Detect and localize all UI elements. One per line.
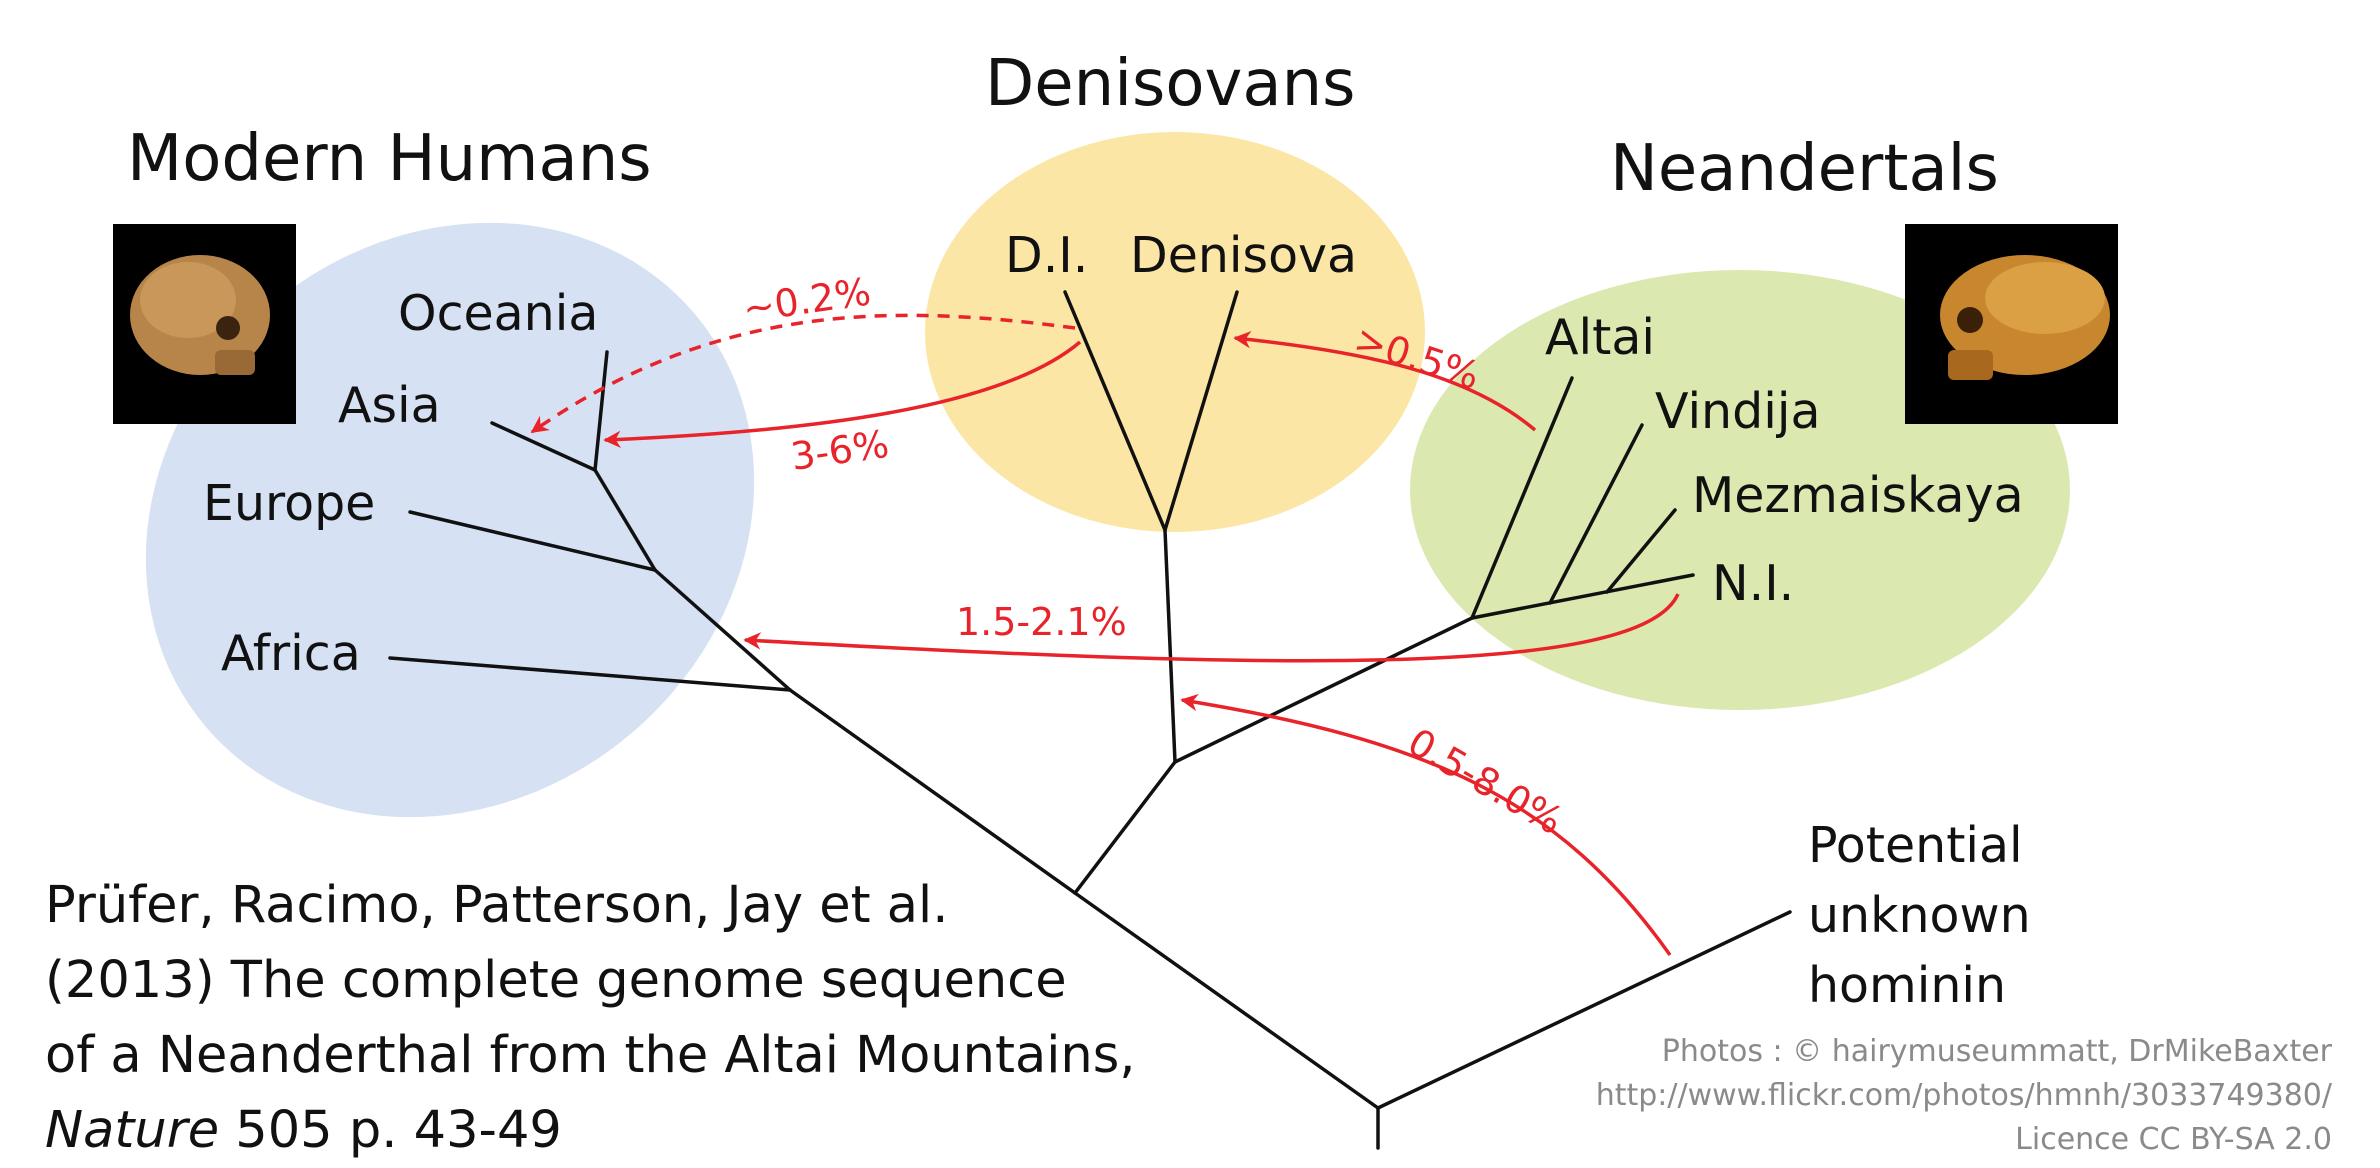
oceania-branch xyxy=(593,350,609,472)
citation-line-2: (2013) The complete genome sequence xyxy=(45,951,1067,1010)
leaf-label-altai: Altai xyxy=(1545,309,1655,366)
ni-branch xyxy=(1470,573,1695,620)
gene-flow-label-neandertal-humans: 1.5-2.1% xyxy=(956,600,1127,644)
denisovans-region xyxy=(925,132,1425,532)
neandertal-to-humans-arrow xyxy=(743,593,1680,663)
gene-flow-label-denisovan-oceania: 3-6% xyxy=(788,422,891,479)
modern-humans-title: Modern Humans xyxy=(127,122,652,196)
leaf-label-unknown-line-1: Potential xyxy=(1808,817,2023,874)
denisovans-title: Denisovans xyxy=(985,47,1356,121)
neandertal-stem-branch xyxy=(1173,616,1474,764)
leaf-label-europe: Europe xyxy=(203,475,375,532)
leaf-label-mezmaiskaya: Mezmaiskaya xyxy=(1692,467,2024,524)
phylogenetic-tree xyxy=(388,290,1792,1150)
citation: Prüfer, Racimo, Patterson, Jay et al. (2… xyxy=(45,868,1245,1168)
neandertal-to-denisovan-arrow xyxy=(1233,330,1537,432)
leaf-label-di: D.I. xyxy=(1005,227,1088,284)
neandertal-skull-icon xyxy=(1905,224,2118,424)
citation-journal: Nature xyxy=(45,1101,220,1160)
neandertals-title: Neandertals xyxy=(1610,132,1999,206)
unknown-hominin-branch xyxy=(1376,910,1792,1110)
asia-oceania-branch xyxy=(593,468,657,572)
gene-flow-label-unknown-denisovan: 0.5-8.0% xyxy=(1401,720,1571,843)
leaf-label-ni: N.I. xyxy=(1712,555,1794,612)
denisovan-stem-branch xyxy=(1163,528,1177,764)
di-branch xyxy=(1063,290,1167,532)
asia-branch xyxy=(490,421,597,472)
europe-branch xyxy=(408,510,657,572)
leaf-label-denisova: Denisova xyxy=(1130,227,1357,284)
citation-pages: 505 p. 43-49 xyxy=(219,1101,562,1160)
leaf-label-asia: Asia xyxy=(338,377,441,434)
altai-branch xyxy=(1470,376,1574,620)
africa-branch xyxy=(388,656,792,692)
denisovan-to-oceania-dashed-arrow xyxy=(530,313,1076,434)
non-african-branch xyxy=(653,568,792,692)
citation-line-4: Nature 505 p. 43-49 xyxy=(45,1093,1245,1168)
archaic-human-split-branch xyxy=(1073,891,1380,1110)
credits-url[interactable]: http://www.flickr.com/photos/hmnh/303374… xyxy=(1595,1078,2332,1113)
citation-line-1: Prüfer, Racimo, Patterson, Jay et al. xyxy=(45,876,949,935)
leaf-label-unknown-line-3: hominin xyxy=(1808,957,2006,1014)
gene-flow-arrows xyxy=(530,313,1680,957)
unknown-to-denisovan-arrow xyxy=(1180,693,1672,957)
photo-credits: Photos : © hairymuseummatt, DrMikeBaxter… xyxy=(1432,1030,2332,1162)
leaf-label-vindija: Vindija xyxy=(1655,383,1820,440)
vindija-branch xyxy=(1548,423,1644,605)
denisova-branch xyxy=(1163,290,1239,532)
denisovan-to-oceania-arrow xyxy=(603,340,1082,449)
credits-licence: Licence CC BY-SA 2.0 xyxy=(2015,1122,2332,1157)
citation-line-3: of a Neanderthal from the Altai Mountain… xyxy=(45,1026,1136,1085)
leaf-label-oceania: Oceania xyxy=(398,285,598,342)
leaf-label-africa: Africa xyxy=(221,625,361,682)
credits-photos: Photos : © hairymuseummatt, DrMikeBaxter xyxy=(1661,1034,2332,1069)
modern-human-branch xyxy=(788,688,1077,895)
gene-flow-label-dashed: ~0.2% xyxy=(740,269,873,330)
leaf-label-unknown-line-2: unknown xyxy=(1808,887,2031,944)
archaic-branch xyxy=(1073,760,1177,895)
human-skull-icon xyxy=(113,224,296,424)
mezmaiskaya-branch xyxy=(1605,508,1677,594)
